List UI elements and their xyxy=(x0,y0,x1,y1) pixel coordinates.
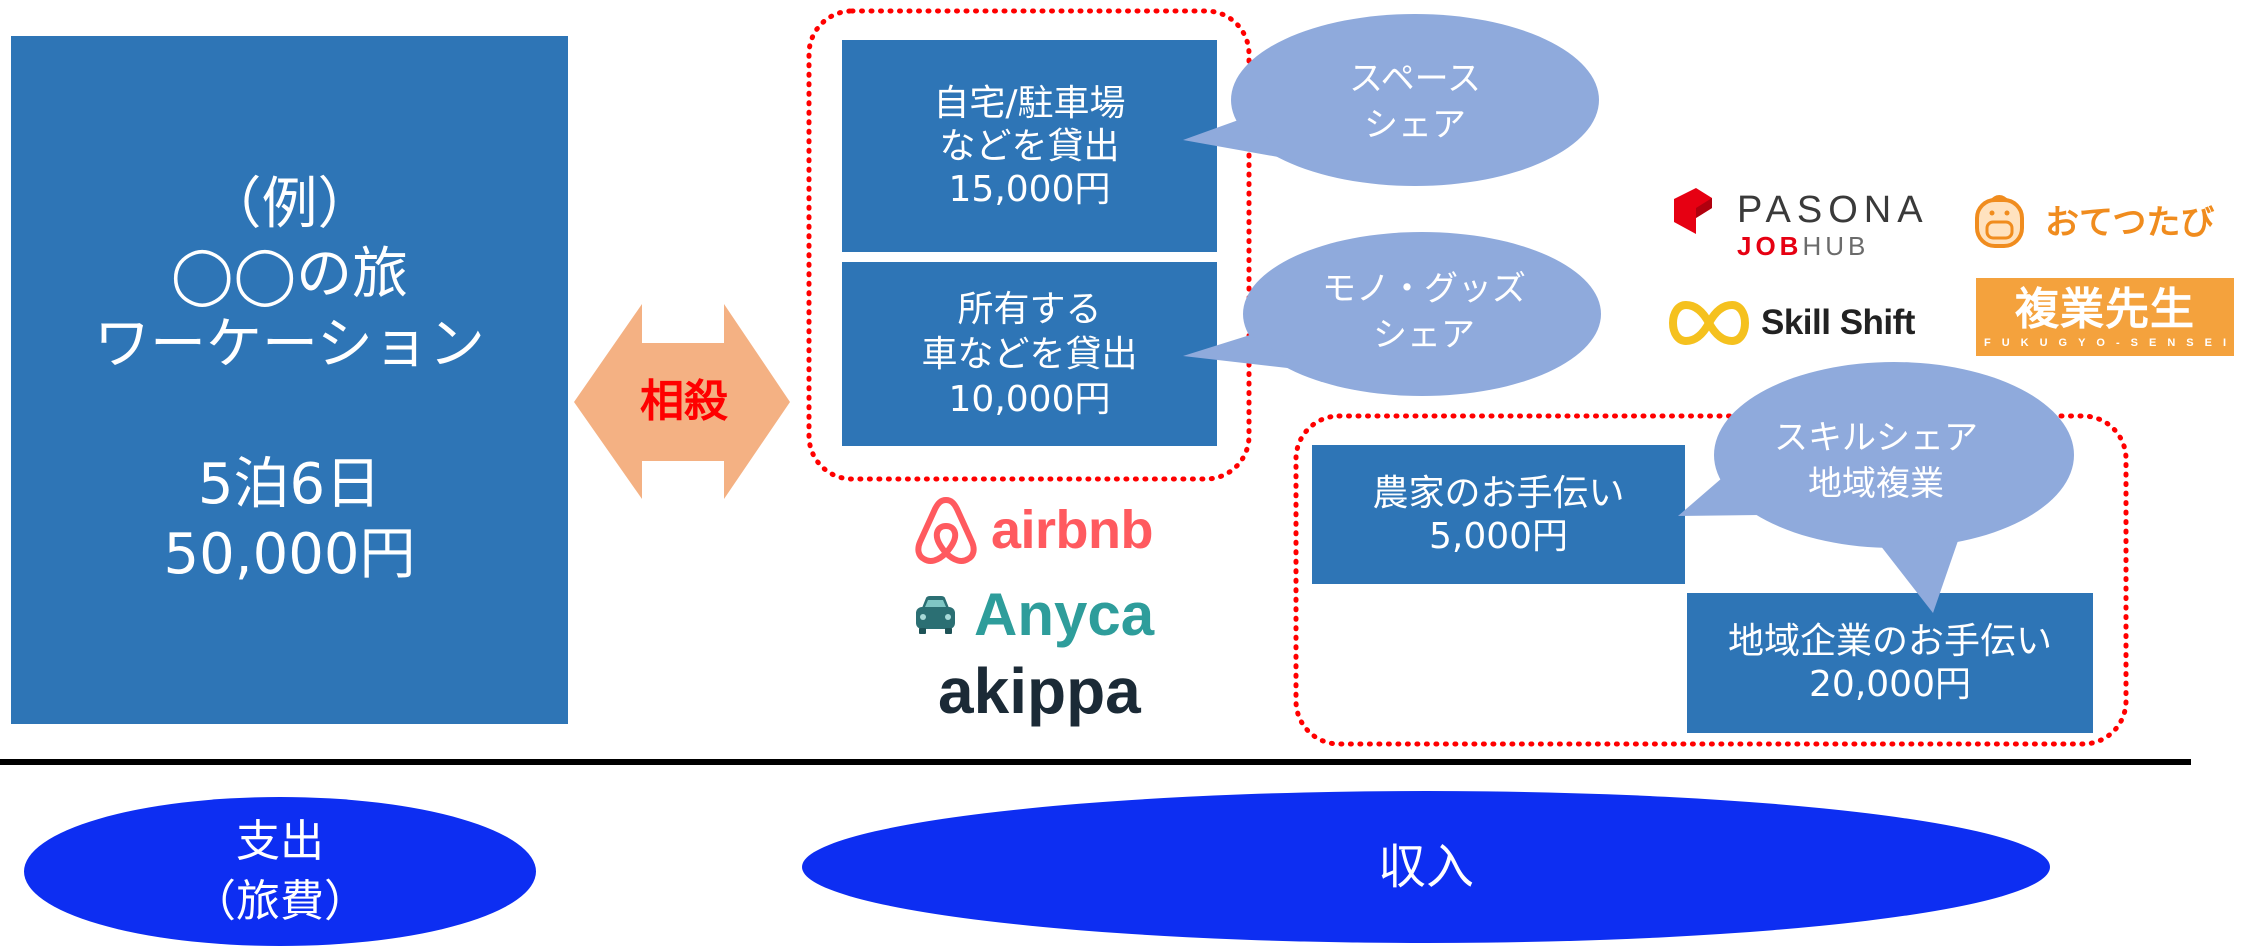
skillshift-logo: Skill Shift xyxy=(1668,295,1915,351)
anyca-logo: Anyca xyxy=(914,581,1154,648)
goods-share-label: モノ・グッズ シェア xyxy=(1284,260,1564,364)
skillshift-wordmark: Skill Shift xyxy=(1761,303,1915,342)
fukugyo-sensei-wordmark: 複業先生 xyxy=(2015,284,2195,335)
otetsutabi-logo: おてつたび xyxy=(1973,190,2214,249)
airbnb-wordmark: airbnb xyxy=(991,499,1154,560)
expense-duration: 5泊6日 xyxy=(197,452,382,517)
income-item-amount: 20,000円 xyxy=(1809,664,1971,705)
otetsutabi-wordmark: おてつたび xyxy=(2045,203,2215,243)
bubble-line: 地域複業 xyxy=(1808,464,1944,504)
car-rental-box: 所有する 車などを貸出 10,000円 xyxy=(842,262,1217,446)
expense-title-line: ワーケーション xyxy=(94,312,485,377)
home-parking-rental-box: 自宅/駐車場 などを貸出 15,000円 xyxy=(842,40,1217,252)
income-item-line: 自宅/駐車場 xyxy=(933,82,1126,124)
expense-ellipse: 支出 （旅費） xyxy=(24,797,536,946)
expense-title-line: ◯◯の旅 xyxy=(170,242,409,307)
fukugyo-sensei-romaji: FUKUGYO-SENSEI xyxy=(1983,337,2237,349)
farm-help-box: 農家のお手伝い 5,000円 xyxy=(1312,445,1685,584)
pasona-jobhub-wordmark: JOBHUB xyxy=(1737,232,1869,260)
offset-label: 相殺 xyxy=(640,376,728,427)
income-item-line: などを貸出 xyxy=(939,125,1120,167)
income-item-amount: 10,000円 xyxy=(948,378,1111,420)
income-item-line: 農家のお手伝い xyxy=(1372,472,1625,514)
pasona-hub-text: HUB xyxy=(1802,231,1870,261)
expense-title-line: （例） xyxy=(205,172,374,237)
income-item-amount: 5,000円 xyxy=(1428,515,1569,557)
expense-amount: 50,000円 xyxy=(163,522,416,587)
expense-label: 支出 xyxy=(236,815,324,867)
income-item-line: 地域企業のお手伝い xyxy=(1727,621,2052,662)
bubble-line: スキルシェア xyxy=(1774,418,1978,458)
backpack-icon xyxy=(1975,195,2024,248)
fukugyo-sensei-logo: 複業先生 FUKUGYO-SENSEI xyxy=(1976,278,2234,356)
anyca-wordmark: Anyca xyxy=(974,581,1155,648)
offset-double-arrow xyxy=(574,304,790,499)
bubble-line: シェア xyxy=(1373,315,1475,355)
income-item-line: 所有する xyxy=(957,288,1102,330)
divider-line xyxy=(0,759,2191,765)
travel-expense-box: （例） ◯◯の旅 ワーケーション 5泊6日 50,000円 xyxy=(11,36,568,724)
akippa-logo: akippa xyxy=(938,656,1141,726)
infinity-icon xyxy=(1669,301,1749,345)
space-share-label: スペース シェア xyxy=(1275,50,1555,154)
bubble-line: シェア xyxy=(1364,105,1466,145)
car-icon xyxy=(916,596,955,634)
skill-sharing-group-border xyxy=(1293,413,2129,747)
pasona-job-text: JOB xyxy=(1737,231,1803,261)
bubble-line: モノ・グッズ xyxy=(1322,269,1526,309)
skill-share-label: スキルシェア 地域複業 xyxy=(1736,409,2016,513)
bubble-line: スペース xyxy=(1349,59,1481,99)
airbnb-logo: airbnb xyxy=(911,492,1154,567)
pasona-mark-icon xyxy=(1674,188,1712,234)
expense-sublabel: （旅費） xyxy=(192,875,368,927)
akippa-wordmark: akippa xyxy=(938,655,1141,727)
income-item-amount: 15,000円 xyxy=(948,168,1111,210)
pasona-wordmark: PASONA xyxy=(1737,189,1929,231)
income-ellipse: 収入 xyxy=(802,791,2050,943)
local-company-help-box: 地域企業のお手伝い 20,000円 xyxy=(1687,593,2093,733)
income-label: 収入 xyxy=(1377,839,1474,895)
income-item-line: 車などを貸出 xyxy=(921,333,1138,375)
asset-sharing-group-border xyxy=(806,8,1252,482)
airbnb-belo-icon xyxy=(915,497,977,564)
